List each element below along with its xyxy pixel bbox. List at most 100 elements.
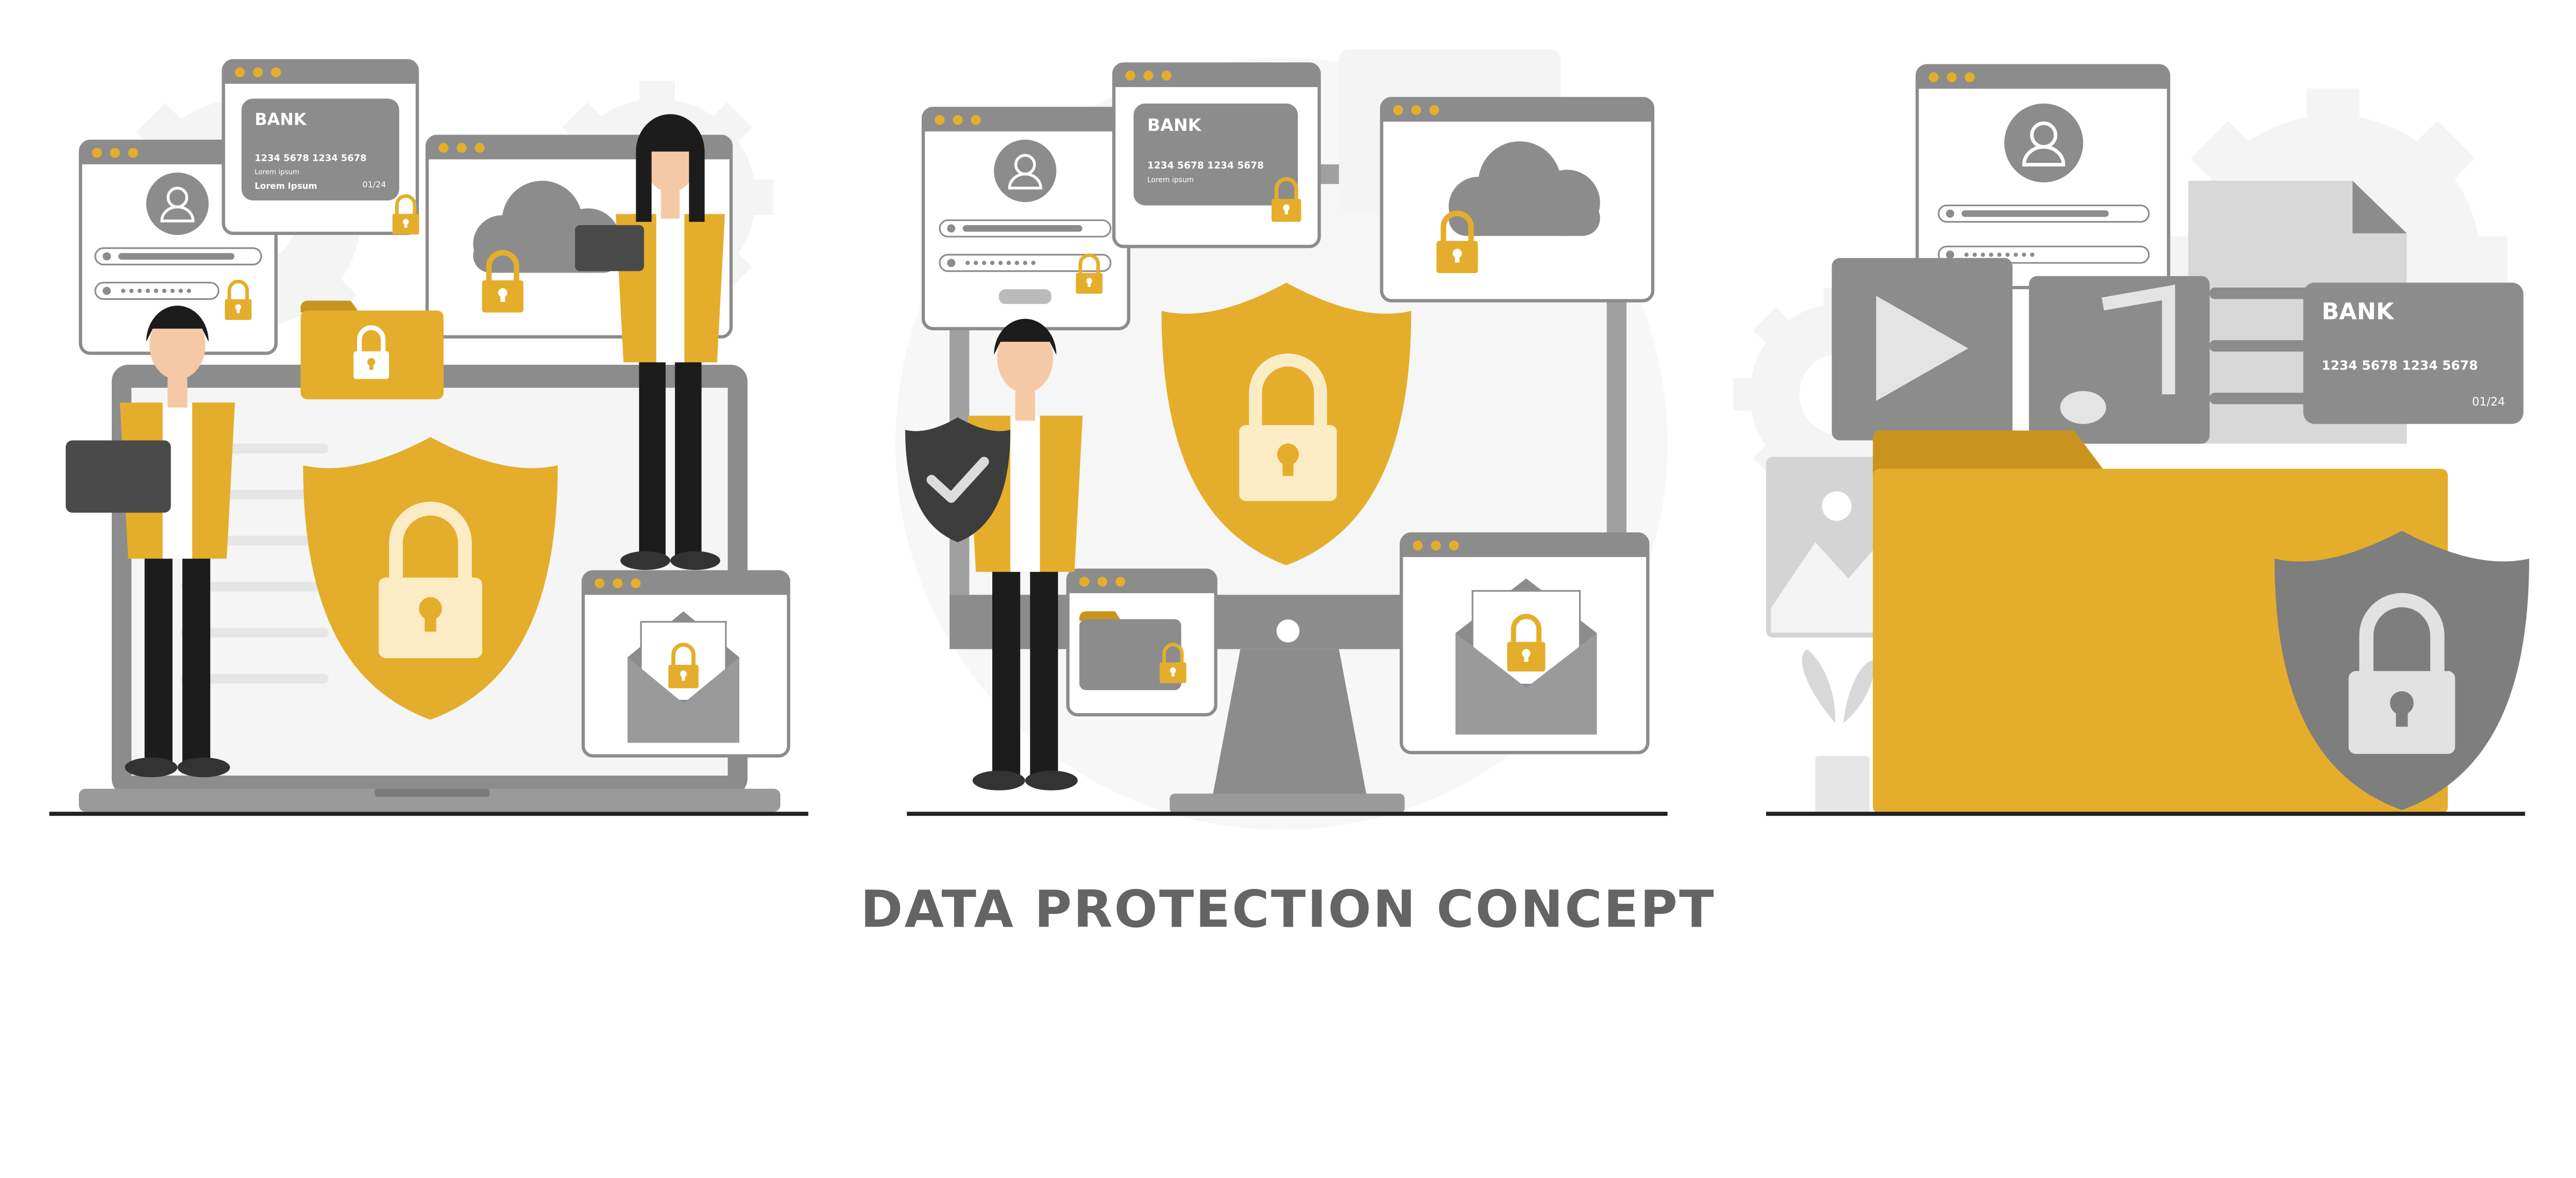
lock-icon (353, 325, 389, 379)
email-window (581, 570, 790, 758)
window-dot (110, 147, 120, 158)
window-title-bar (1067, 570, 1216, 594)
bank-card-group: BANK 1234 5678 1234 5678 01/24 (2303, 282, 2523, 424)
lock-icon (482, 250, 523, 313)
window-title-bar (1917, 65, 2169, 89)
big-folder (1873, 430, 2448, 814)
window-dot (613, 578, 623, 588)
window-dot (595, 578, 605, 588)
window-dot (128, 147, 138, 158)
cloud-window (1380, 97, 1655, 302)
shield-lock-icon (2274, 530, 2530, 811)
login-button (998, 289, 1052, 304)
plant-icon (1802, 649, 1876, 814)
laptop-icon (575, 225, 645, 272)
shirt (656, 214, 685, 363)
login-window (921, 107, 1130, 330)
laptop-icon (65, 440, 171, 513)
man-with-laptop (65, 306, 235, 778)
folder-window (1066, 568, 1217, 717)
checkmark-icon (926, 457, 989, 503)
lock-icon (1239, 354, 1337, 501)
card-bank-name: BANK (1147, 115, 1202, 135)
window-dot (1411, 105, 1421, 115)
hair (636, 114, 705, 222)
ground-line (907, 812, 1668, 816)
window-dot (971, 115, 981, 125)
card-expiry: 01/24 (362, 180, 386, 190)
window-title-bar (583, 571, 789, 595)
username-field (939, 219, 1112, 238)
monitor-stand (1212, 649, 1367, 797)
bank-card: BANK 1234 5678 1234 5678 01/24 (2303, 282, 2523, 424)
image-card (1766, 457, 1908, 638)
window-dot (1115, 577, 1126, 587)
lock-icon (1436, 210, 1478, 273)
password-field (94, 281, 219, 300)
window-dot (1393, 105, 1403, 115)
window-dot (953, 115, 963, 125)
window-dot (253, 67, 263, 77)
window-dot (935, 115, 945, 125)
window-dot (1125, 71, 1136, 81)
window-title-bar (1113, 64, 1319, 88)
checkmark-shield-icon (905, 417, 1011, 543)
ground-line (1766, 812, 2526, 816)
envelope-icon (628, 611, 739, 743)
monitor-base (1170, 794, 1405, 814)
shield-lock-icon (303, 437, 558, 720)
woman-with-laptop (575, 114, 725, 570)
window-title-bar (223, 60, 417, 84)
lock-icon (1076, 253, 1103, 294)
card-bank-name: BANK (2321, 299, 2395, 325)
card-number: 1234 5678 1234 5678 (255, 153, 366, 163)
card-expiry: 01/24 (2472, 395, 2505, 409)
ground-line (49, 812, 808, 816)
plant-pot (1815, 755, 1870, 814)
window-dot (1079, 577, 1090, 587)
window-dot (1928, 72, 1939, 82)
window-title-bar (1381, 98, 1653, 122)
window-dot (1946, 72, 1957, 82)
window-dot (92, 147, 102, 158)
play-icon (1876, 295, 1969, 401)
window-dot (1413, 541, 1423, 551)
window-dot (271, 67, 281, 77)
username-field (1938, 205, 2150, 223)
card-label: Lorem ipsum (1147, 176, 1194, 184)
window-dot (1161, 71, 1172, 81)
window-dot (1431, 541, 1441, 551)
window-dot (1143, 71, 1154, 81)
lock-icon (668, 643, 699, 688)
username-field (94, 247, 262, 265)
cloud-icon (1448, 141, 1600, 236)
shirt (1010, 415, 1040, 572)
hair (994, 318, 1057, 355)
user-avatar-icon (994, 140, 1057, 203)
shield-lock-icon (1161, 282, 1412, 565)
card-label: Lorem ipsum (255, 169, 299, 176)
lock-icon (379, 501, 482, 659)
music-card (2029, 276, 2210, 444)
user-avatar-icon (2004, 103, 2083, 182)
hair (146, 306, 209, 342)
page-title: DATA PROTECTION CONCEPT (860, 880, 1716, 939)
card-holder-name: Lorem Ipsum (255, 181, 317, 191)
lock-icon (392, 194, 419, 235)
card-number: 1234 5678 1234 5678 (2321, 358, 2478, 373)
lock-icon (2348, 593, 2455, 754)
laptop-base (79, 788, 781, 812)
window-dot (1449, 541, 1459, 551)
window-dot (235, 67, 245, 77)
mountain-icon (1771, 542, 1903, 633)
window-dot (474, 143, 485, 153)
envelope-icon (1455, 578, 1597, 735)
password-field (939, 254, 1112, 272)
